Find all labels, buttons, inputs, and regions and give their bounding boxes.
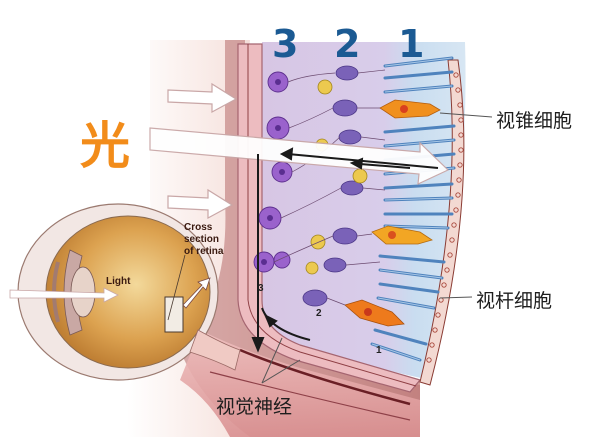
cross-section-label: Cross section of retina (184, 222, 224, 257)
rod-cells-label: 视杆细胞 (476, 290, 553, 312)
bipolar-cells (302, 65, 364, 307)
cone-cells-label: 视锥细胞 (496, 110, 573, 132)
layer-number-1: 1 (398, 22, 425, 66)
signal-arrows (251, 147, 439, 353)
layer-number-3: 3 (272, 22, 299, 66)
amacrine-cells (305, 79, 368, 275)
inner-layer-number-3: 3 (258, 283, 264, 294)
layer-number-2: 2 (334, 22, 361, 66)
optic-nerve-label: 视觉神经 (216, 396, 293, 418)
light-label: Light (106, 276, 131, 287)
inner-layer-number-1: 1 (376, 345, 382, 356)
eye-illustration (9, 203, 241, 381)
inner-layer-number-2: 2 (316, 308, 322, 319)
light-title: 光 (80, 117, 130, 175)
cone-cells (344, 99, 441, 327)
